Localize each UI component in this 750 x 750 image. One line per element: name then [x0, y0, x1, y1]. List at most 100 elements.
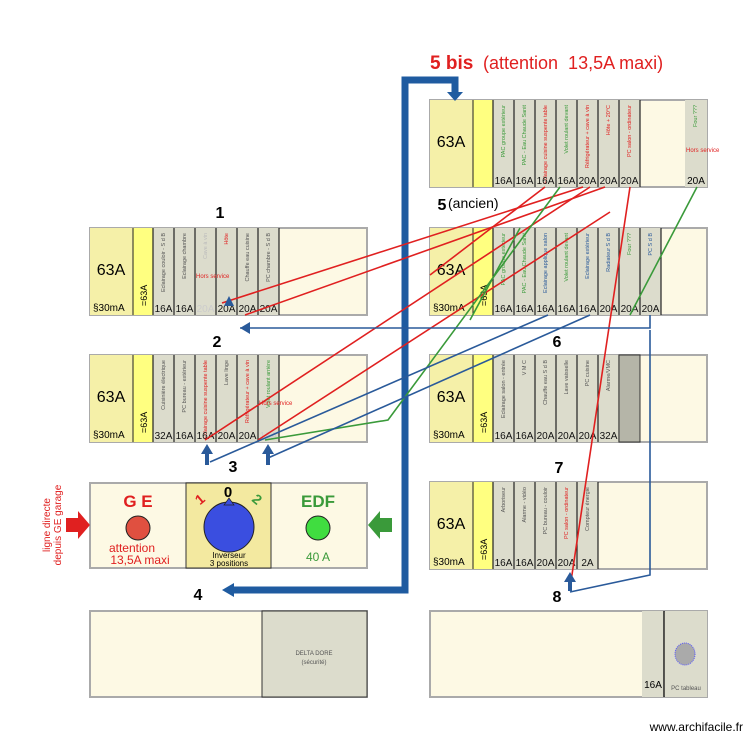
circuit-label: Four ??? — [693, 105, 699, 127]
breaker-module[interactable]: Four ???20A — [618, 228, 640, 315]
ge-note: attention — [109, 541, 155, 555]
breaker-rating: 20A — [239, 431, 257, 442]
circuit-label: Volet roulant devant — [564, 105, 570, 154]
circuit-label: Volet roulant arrière — [266, 360, 272, 408]
wire-red — [569, 186, 631, 589]
breaker-module[interactable]: PC cuisine 20A — [576, 355, 598, 442]
secondary-rating: =63A — [139, 412, 149, 433]
wire-red — [429, 186, 546, 276]
circuit-label: PAC groupe extérieur — [501, 233, 507, 286]
wire-green — [629, 186, 698, 316]
circuit-label: Eclairage salon - entrée — [501, 360, 507, 418]
ge-note-2: 13,5A maxi — [110, 553, 169, 567]
watermark: www.archifacile.fr — [649, 720, 743, 734]
circuit-label: Compteur énergie — [585, 487, 591, 531]
breaker-rating: 20A — [579, 431, 597, 442]
feed-arrow-icon — [447, 92, 463, 101]
breaker-rating: 20A — [260, 304, 278, 315]
circuit-note: Hors service — [259, 401, 293, 407]
main-feed-cable — [232, 76, 459, 594]
circuit-label: Eclairage extérieur — [585, 233, 591, 279]
circuit-label: PC salon - ordinateur — [564, 487, 570, 539]
ge-input-arrow-icon — [66, 511, 90, 539]
delta-dore-label: DELTA DORE — [295, 651, 332, 657]
circuit-label: Eclairage couloir - S d B — [161, 233, 167, 292]
panel-number-8: 8 — [553, 589, 562, 606]
edf-indicator — [305, 515, 331, 541]
main-breaker-rating: 63A — [97, 262, 126, 279]
breaker-rating: 16A — [495, 304, 513, 315]
breaker-rating: 16A — [516, 431, 534, 442]
up-arrow-icon — [201, 444, 213, 454]
breaker-module[interactable]: Eclairage couloir - S d B 16A — [152, 228, 174, 315]
breaker-rating: 20A — [239, 304, 257, 315]
main-breaker-rating: 63A — [437, 262, 466, 279]
circuit-note: Hors service — [196, 274, 230, 280]
circuit-label: PAC - Eau Chaude Sanit — [522, 233, 528, 294]
breaker-rating: 16A — [155, 304, 173, 315]
switch-panel: G E attention 13,5A maxi 0 1 2 Inverseur… — [42, 482, 392, 569]
circuit-label: PC cuisine — [585, 360, 591, 386]
panel-number-7: 7 — [555, 460, 564, 477]
differential-rating: §30mA — [433, 430, 465, 441]
breaker-rating: 20A — [558, 431, 576, 442]
breaker-rating: 20A — [642, 304, 660, 315]
wire-blue — [209, 314, 549, 463]
inverter-label: Inverseur — [212, 551, 246, 560]
breaker-module[interactable]: Réfrigérateur + cave à vin 20A — [236, 355, 258, 442]
circuit-label: Four ??? — [627, 233, 633, 255]
inverter-knob[interactable] — [203, 501, 255, 553]
circuit-label: Cave à vin — [203, 233, 209, 259]
knob-pointer-icon — [223, 497, 235, 506]
secondary-rating: =63A — [479, 412, 489, 433]
breaker-rating: 20A — [218, 304, 236, 315]
wire-red — [257, 211, 611, 441]
circuit-label: Lave linge — [224, 360, 230, 385]
breaker-rating: 20A — [579, 176, 597, 187]
up-arrow-icon — [262, 444, 274, 454]
inverter-label-2: 3 positions — [210, 559, 248, 568]
arrows — [201, 296, 576, 591]
secondary-rating: =63A — [479, 539, 489, 560]
breaker-rating: 16A — [495, 558, 513, 569]
differential-rating: §30mA — [433, 303, 465, 314]
circuit-note: Hors service — [686, 148, 720, 154]
circuit-label: Réfrigérateur + cave à vin — [245, 360, 251, 423]
edf-input-arrow-icon — [368, 511, 392, 539]
breaker-rating: 20A — [537, 558, 555, 569]
breaker-rating: 16A — [644, 680, 662, 691]
